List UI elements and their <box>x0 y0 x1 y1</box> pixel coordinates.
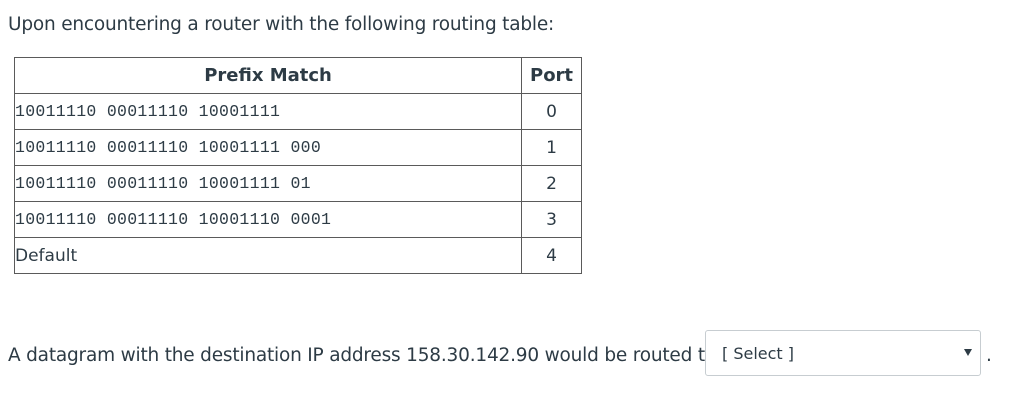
port-cell: 4 <box>521 237 582 274</box>
prefix-cell-default: Default <box>13 237 523 274</box>
question-intro: Upon encountering a router with the foll… <box>8 14 555 35</box>
prefix-cell: 10011110 00011110 10001111 <box>13 93 523 130</box>
question-prompt: A datagram with the destination IP addre… <box>8 345 716 366</box>
port-cell: 1 <box>521 129 582 166</box>
table-row: 10011110 00011110 10001111 01 2 <box>13 165 582 202</box>
table-row: 10011110 00011110 10001111 000 1 <box>13 129 582 166</box>
table-row: 10011110 00011110 10001110 0001 3 <box>13 201 582 238</box>
answer-select-dropdown[interactable]: [ Select ] <box>705 330 981 376</box>
port-cell: 2 <box>521 165 582 202</box>
prefix-cell: 10011110 00011110 10001110 0001 <box>13 201 523 238</box>
prefix-cell: 10011110 00011110 10001111 01 <box>13 165 523 202</box>
sentence-period: . <box>986 345 992 366</box>
header-port: Port <box>521 57 582 94</box>
table-row: 10011110 00011110 10001111 0 <box>13 93 582 130</box>
dropdown-arrow-icon <box>964 349 972 356</box>
select-current-value: [ Select ] <box>722 344 795 363</box>
prefix-cell: 10011110 00011110 10001111 000 <box>13 129 523 166</box>
port-cell: 3 <box>521 201 582 238</box>
port-cell: 0 <box>521 93 582 130</box>
table-row: Default 4 <box>13 237 582 274</box>
header-prefix-match: Prefix Match <box>13 57 523 94</box>
table-header-row: Prefix Match Port <box>13 57 582 94</box>
routing-table: Prefix Match Port 10011110 00011110 1000… <box>13 57 582 274</box>
